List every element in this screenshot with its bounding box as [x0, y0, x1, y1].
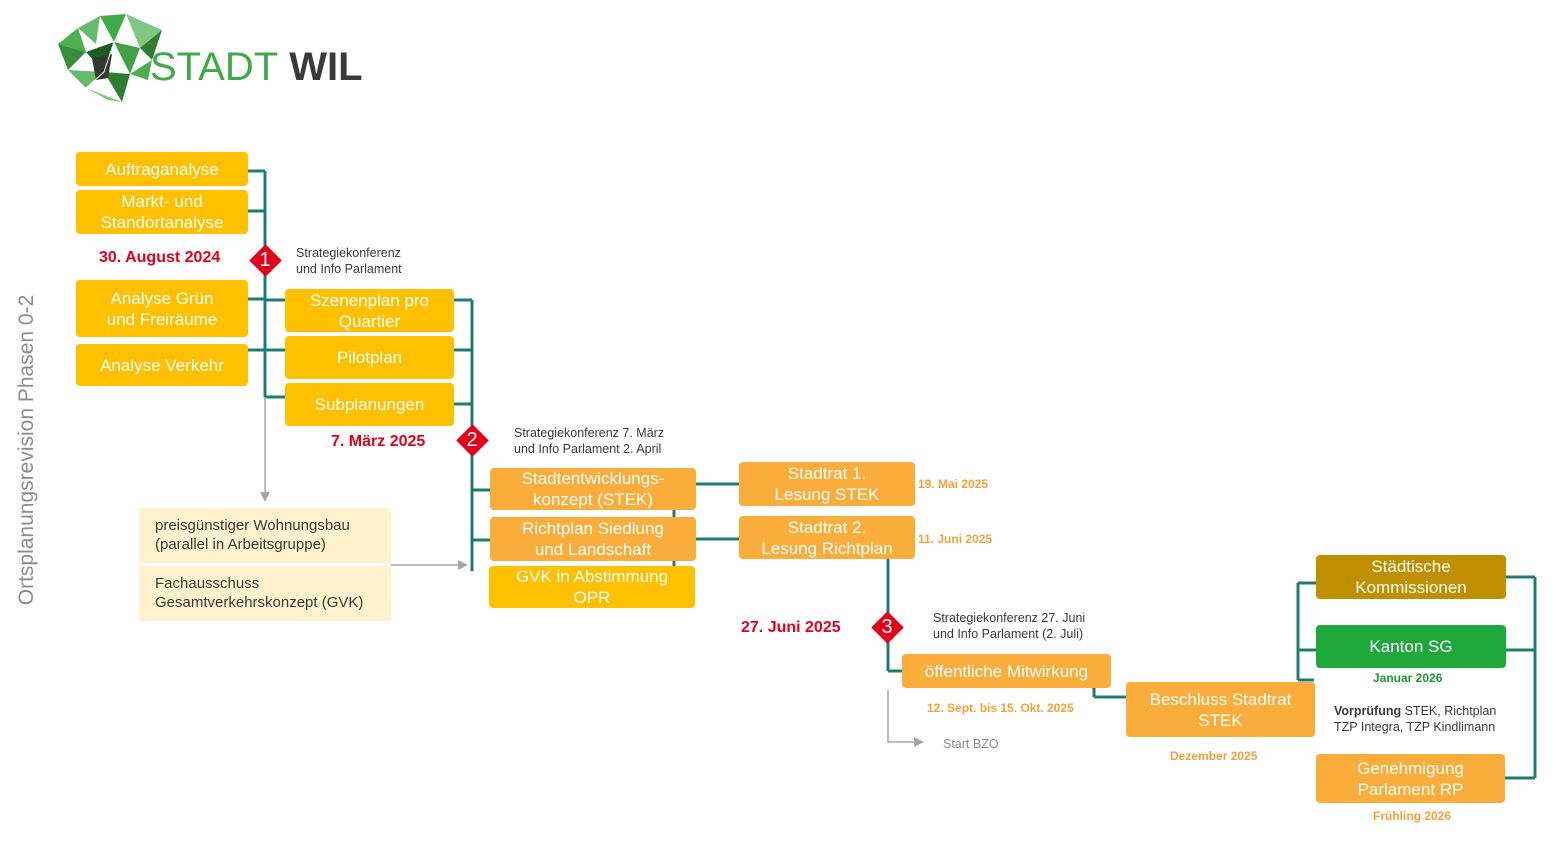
- date-kanton: Januar 2026: [1373, 671, 1443, 685]
- milestone-3-diamond-icon: 3: [872, 612, 902, 642]
- date-beschluss: Dezember 2025: [1170, 749, 1258, 763]
- box-subplanungen: Subplanungen: [285, 383, 454, 426]
- milestone-1-diamond-icon: 1: [250, 245, 280, 275]
- date-stadtrat-1: 19. Mai 2025: [918, 477, 989, 491]
- milestone-1-date: 30. August 2024: [99, 249, 221, 266]
- box-stek: Stadtentwicklungs- konzept (STEK): [490, 468, 696, 510]
- logo-text-stadt: STADT: [150, 45, 279, 89]
- box-gvk-abstimmung: GVK in Abstimmung OPR: [489, 566, 695, 608]
- milestone-1-note: Strategiekonferenz und Info Parlament: [296, 246, 402, 276]
- date-mitwirkung: 12. Sept. bis 15. Okt. 2025: [927, 701, 1074, 715]
- box-analyse-verkehr: Analyse Verkehr: [76, 344, 248, 386]
- note-vorpruefung-bold: Vorprüfung: [1334, 704, 1402, 718]
- box-richtplan: Richtplan Siedlung und Landschaft: [490, 517, 696, 561]
- note-vorpruefung-line2: TZP Integra, TZP Kindlimann: [1334, 720, 1496, 734]
- milestone-1-number: 1: [259, 248, 271, 271]
- box-stadtrat-2: Stadtrat 2. Lesung Richtplan: [739, 516, 915, 559]
- box-szenenplan: Szenenplan pro Quartier: [285, 289, 454, 332]
- milestone-3-note: Strategiekonferenz 27. Juni und Info Par…: [933, 611, 1086, 641]
- box-staedtische-kommissionen: Städtische Kommissionen: [1316, 555, 1506, 599]
- milestone-3-number: 3: [881, 615, 893, 638]
- box-oeffentliche-mitwirkung: öffentliche Mitwirkung: [902, 654, 1111, 688]
- note-gvk-fachausschuss: Fachausschuss Gesamtverkehrskonzept (GVK…: [139, 566, 391, 621]
- milestone-2-diamond-icon: 2: [457, 425, 487, 455]
- date-stadtrat-2: 11. Juni 2025: [918, 532, 993, 546]
- box-genehmigung-parlament: Genehmigung Parlament RP: [1316, 754, 1505, 803]
- milestone-2-note: Strategiekonferenz 7. März und Info Parl…: [514, 426, 665, 456]
- box-analyse-gruen: Analyse Grün und Freiräume: [76, 280, 248, 337]
- box-auftraganalyse: Auftraganalyse: [76, 152, 248, 186]
- box-beschluss-stadtrat: Beschluss Stadtrat STEK: [1126, 682, 1315, 737]
- milestone-2-date: 7. März 2025: [331, 433, 426, 450]
- box-kanton-sg: Kanton SG: [1316, 625, 1506, 668]
- box-markt-standortanalyse: Markt- und Standortanalyse: [76, 190, 248, 234]
- box-pilotplan: Pilotplan: [285, 336, 454, 379]
- box-stadtrat-1: Stadtrat 1. Lesung STEK: [739, 462, 915, 506]
- milestone-3-date: 27. Juni 2025: [741, 619, 841, 636]
- milestone-2-number: 2: [466, 428, 478, 451]
- side-title: Ortsplanungsrevision Phasen 0-2: [15, 294, 38, 606]
- date-genehmigung: Frühling 2026: [1373, 809, 1452, 823]
- note-vorpruefung-line1: STEK, Richtplan: [1401, 704, 1497, 718]
- note-wohnungsbau: preisgünstiger Wohnungsbau (parallel in …: [139, 508, 391, 563]
- logo-wordmark: STADT WIL: [150, 44, 363, 90]
- logo-text-wil: WIL: [289, 45, 363, 89]
- label-start-bzo: Start BZO: [943, 737, 999, 751]
- stadt-wil-logo-icon: [58, 14, 162, 102]
